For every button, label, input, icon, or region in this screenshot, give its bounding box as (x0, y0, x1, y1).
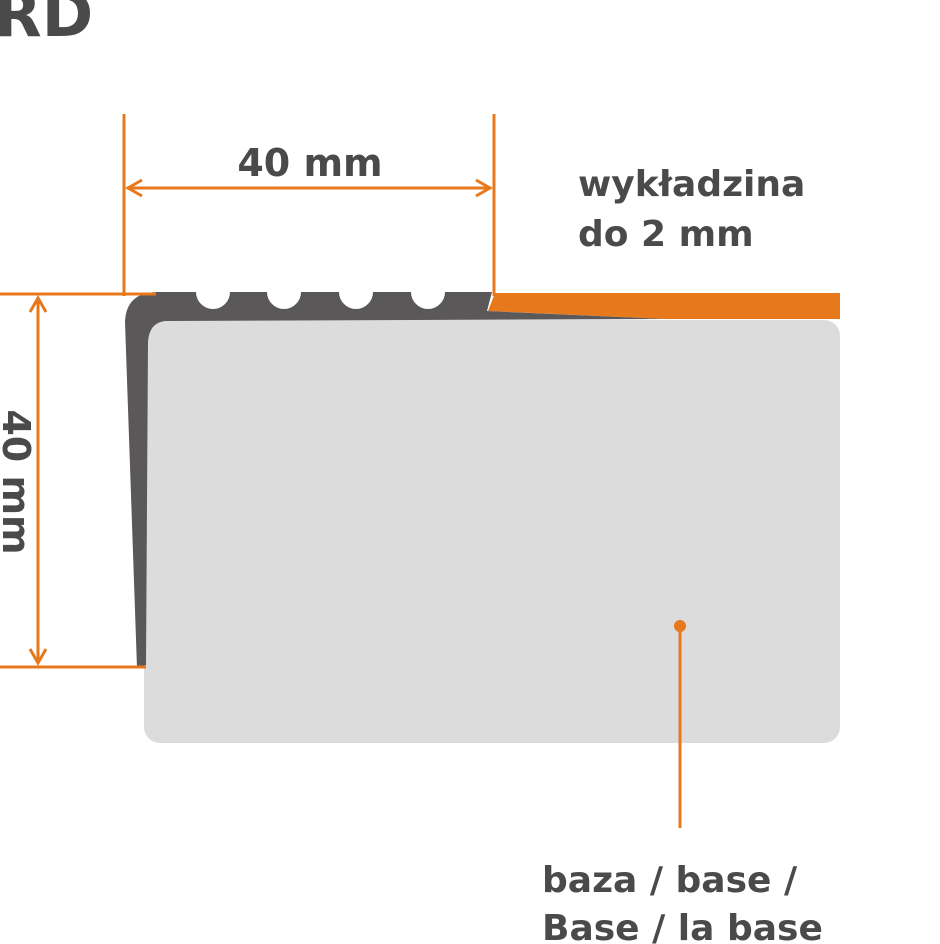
title-fragment: RD (0, 0, 93, 51)
base-block (144, 320, 840, 743)
height-arrowhead-top (28, 294, 48, 313)
carpet-label-line1: wykładzina (578, 164, 805, 205)
width-dimension (122, 114, 496, 296)
width-arrowhead-right (475, 178, 494, 198)
width-dimension-label: 40 mm (237, 141, 382, 185)
carpet-label-line2: do 2 mm (578, 214, 754, 255)
width-arrowhead-left (124, 178, 143, 198)
height-arrowhead-bottom (28, 648, 48, 667)
base-label-line2: Base / la base (542, 908, 823, 944)
height-dimension-label: 40 mm (0, 409, 38, 554)
carpet-strip (488, 293, 840, 319)
height-dimension (0, 292, 156, 669)
base-label-line1: baza / base / (542, 860, 798, 901)
